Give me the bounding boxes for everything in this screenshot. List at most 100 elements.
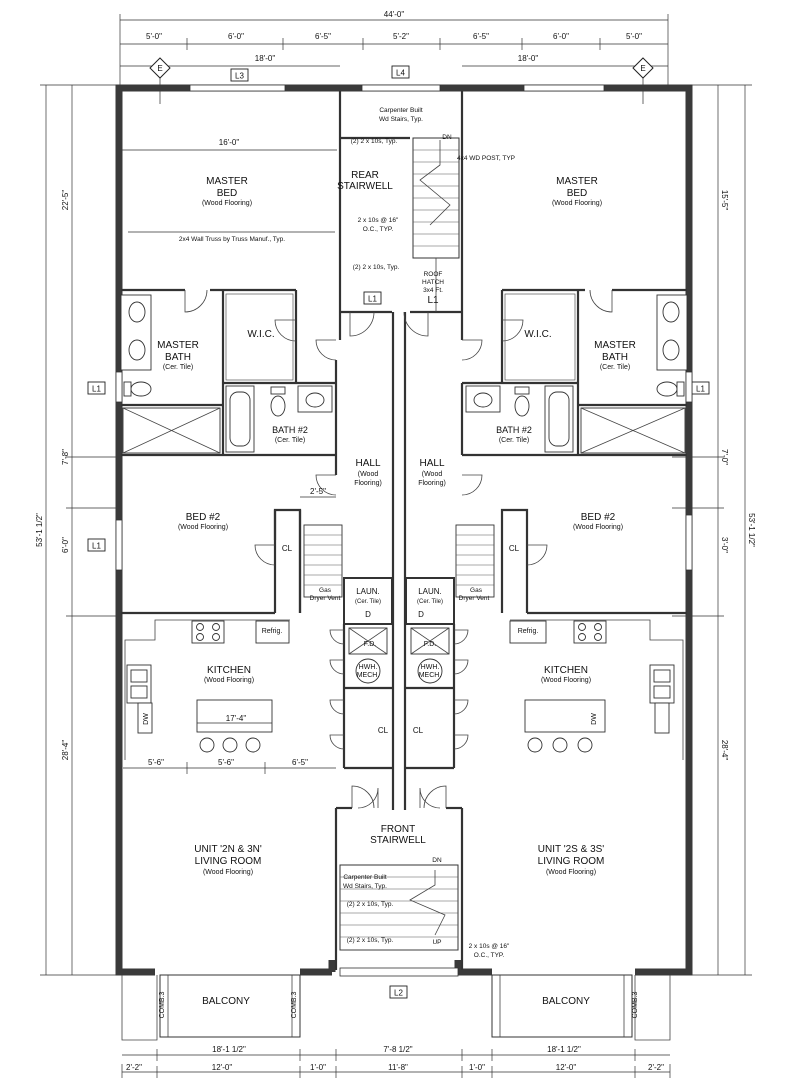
roof-hatch-tag: L1	[427, 295, 439, 306]
truss-note: 2x4 Wall Truss by Truss Manuf., Typ.	[179, 236, 285, 243]
right-segment-2: 7'-0"	[720, 449, 729, 465]
closet-right-label: CL	[509, 544, 520, 553]
living-left-floor: (Wood Flooring)	[203, 869, 253, 876]
interior-stairs-left	[303, 524, 343, 598]
front-stairwell-label: FRONT	[381, 824, 415, 835]
comb-left-1: COMB.3	[159, 991, 166, 1018]
dw-right-label: DW	[591, 713, 598, 725]
right-segment-3: 3'-0"	[720, 537, 729, 553]
bottom-lower-3: 1'-0"	[310, 1063, 326, 1072]
closet-mech-left: CL	[378, 726, 389, 735]
doors	[184, 289, 613, 809]
bottom-upper-2: 7'-8 1/2"	[383, 1045, 412, 1054]
rear-wd-stairs-note: Wd Stairs, Typ.	[379, 116, 423, 123]
front-dn-label: DN	[432, 857, 442, 864]
top-segment-6: 6'-0"	[553, 32, 569, 41]
floor-drain-left: F.D.	[364, 641, 377, 648]
bed2-left-label: BED #2	[186, 512, 221, 523]
bed2-right-label: BED #2	[581, 512, 616, 523]
master-bath-right-label: MASTER	[594, 340, 636, 351]
window-tag-l3: L3	[230, 68, 249, 82]
kitchen-right-floor: (Wood Flooring)	[541, 677, 591, 684]
front-wd-stairs-note: Wd Stairs, Typ.	[343, 883, 387, 890]
master-bath-right-label-2: BATH	[602, 352, 628, 363]
dw-left-label: DW	[143, 713, 150, 725]
bath2-left-floor: (Cer. Tile)	[275, 437, 305, 444]
left-overall-dimension: 53'-1 1/2"	[35, 513, 44, 547]
rear-joist-note: 2 x 10s @ 16"	[358, 217, 399, 224]
fixtures-right	[410, 293, 688, 760]
master-bed-left-label-2: BED	[217, 188, 238, 199]
left-segment-2: 7'-8"	[61, 449, 70, 465]
bed2-left-floor: (Wood Flooring)	[178, 524, 228, 531]
laundry-right-dryer: D	[418, 610, 424, 619]
top-segment-1: 5'-0"	[146, 32, 162, 41]
rear-stairwell-label: REAR	[351, 170, 379, 181]
left-dimensions: 53'-1 1/2" 22'-5" 7'-8" 6'-0" 28'-4" L1 …	[35, 84, 118, 976]
svg-text:L2: L2	[394, 989, 403, 998]
left-segment-4: 28'-4"	[61, 740, 70, 761]
left-segment-1: 22'-5"	[61, 190, 70, 211]
bed2-right-floor: (Wood Flooring)	[573, 524, 623, 531]
elevation-marker-right: E	[632, 57, 654, 104]
unit-left-label: UNIT '2N & 3N'	[194, 844, 262, 855]
roof-hatch-label-2: HATCH	[422, 279, 444, 286]
wic-right-label: W.I.C.	[524, 329, 551, 340]
rear-stairwell-label-2: STAIRWELL	[337, 181, 393, 192]
left-segment-3: 6'-0"	[61, 537, 70, 553]
bath2-right-label: BATH #2	[496, 425, 532, 435]
top-segment-4: 5'-2"	[393, 32, 409, 41]
bottom-lower-6: 12'-0"	[556, 1063, 577, 1072]
master-bath-right-floor: (Cer. Tile)	[600, 364, 630, 371]
window-tag-l1-left-upper: L1	[87, 381, 106, 395]
balcony-left-label: BALCONY	[202, 996, 250, 1007]
rear-joist-note-2: O.C., TYP.	[363, 226, 394, 233]
exterior-walls	[115, 84, 693, 976]
room-labels-left: MASTER BED (Wood Flooring) MASTER BATH (…	[143, 176, 389, 1018]
comb-left-2: COMB.3	[291, 991, 298, 1018]
bottom-upper-1: 18'-1 1/2"	[212, 1045, 246, 1054]
right-dimensions: 53'-1 1/2" 15'-5" 7'-0" 3'-0" 28'-4" L1	[672, 84, 756, 976]
roof-hatch-label: ROOF	[424, 271, 443, 278]
master-bath-left-label: MASTER	[157, 340, 199, 351]
master-bed-width-dimension: 16'-0"	[219, 138, 240, 147]
hall-right-sub2: Flooring)	[418, 480, 446, 487]
bottom-dimensions: 18'-1 1/2" 7'-8 1/2" 18'-1 1/2" 2'-2" 12…	[121, 1045, 671, 1078]
interior-walls	[121, 91, 687, 970]
kitchen-row-2: 5'-6"	[218, 758, 234, 767]
overall-width-dimension: 44'-0"	[384, 10, 405, 19]
window-tag-l2: L2	[389, 985, 408, 999]
refrig-right-label: Refrig.	[518, 628, 539, 635]
kitchen-left-label: KITCHEN	[207, 665, 251, 676]
hall-left-label: HALL	[355, 458, 380, 469]
front-joist-note-2: O.C., TYP.	[474, 952, 505, 959]
kitchen-right-label: KITCHEN	[544, 665, 588, 676]
right-segment-4: 28'-4"	[720, 740, 729, 761]
laundry-right-label: LAUN.	[418, 587, 442, 596]
hall-right-sub1: (Wood	[422, 471, 443, 478]
floor-drain-right: F.D.	[424, 641, 437, 648]
svg-text:L1: L1	[92, 385, 101, 394]
elevation-marker-left: E	[149, 57, 171, 104]
front-joist-note: 2 x 10s @ 16"	[469, 943, 510, 950]
closet-left-label: CL	[282, 544, 293, 553]
fixtures-left	[120, 293, 388, 760]
master-bed-right-label: MASTER	[556, 176, 598, 187]
master-bed-left-label: MASTER	[206, 176, 248, 187]
mech-right-label: MECH.	[419, 672, 442, 679]
laundry-right-floor: (Cer. Tile)	[417, 599, 443, 605]
svg-text:E: E	[157, 64, 162, 73]
kitchen-left-floor: (Wood Flooring)	[204, 677, 254, 684]
front-stairwell-label-2: STAIRWELL	[370, 835, 426, 846]
kitchen-row-3: 6'-5"	[292, 758, 308, 767]
hall-left-sub1: (Wood	[358, 471, 379, 478]
island-dimension: 17'-4"	[226, 714, 247, 723]
kitchen-row-1: 5'-6"	[148, 758, 164, 767]
rear-carpenter-note: Carpenter Built	[379, 107, 423, 114]
rear-dn-label: DN	[442, 134, 452, 141]
front-two-2x10-bottom: (2) 2 x 10s, Typ.	[347, 937, 394, 944]
window-tag-l1-left-lower: L1	[87, 538, 106, 552]
hall-width-dimension: 2'-5"	[310, 487, 326, 496]
rear-two-2x10-bottom: (2) 2 x 10s, Typ.	[353, 264, 400, 271]
room-labels-right: MASTER BED (Wood Flooring) MASTER BATH (…	[413, 176, 639, 1018]
